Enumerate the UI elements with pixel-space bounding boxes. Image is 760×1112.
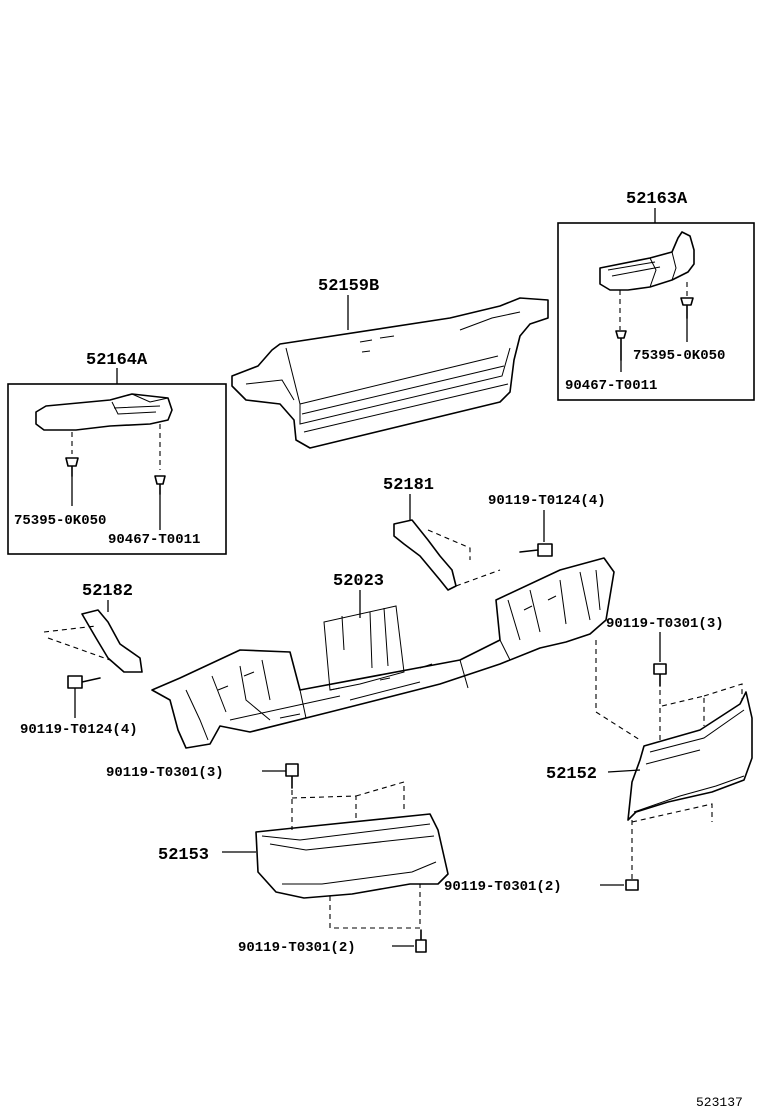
group-52181: 52181 90119-T0124(4) bbox=[383, 476, 606, 591]
label-52152: 52152 bbox=[546, 765, 597, 784]
screw-90467-T0011-right bbox=[615, 330, 627, 361]
group-52152: 90119-T0301(3) 52152 90119-T0301(2) bbox=[444, 616, 753, 895]
clip-75395-0K050-left bbox=[65, 457, 79, 477]
label-52023: 52023 bbox=[333, 572, 384, 591]
diagram-code: 523137 bbox=[696, 1095, 743, 1110]
label-90119-T0301-left-bottom: 90119-T0301(2) bbox=[238, 940, 356, 956]
label-52159B: 52159B bbox=[318, 277, 379, 296]
bolt-90119-T0124-left bbox=[67, 675, 101, 689]
group-52153: 90119-T0301(3) 52153 90119-T0301(2) bbox=[106, 763, 449, 956]
part-52164A-step-pad bbox=[35, 393, 173, 431]
label-52153: 52153 bbox=[158, 846, 209, 865]
label-90119-T0124-left: 90119-T0124(4) bbox=[20, 722, 138, 738]
screw-90467-T0011-left bbox=[154, 475, 166, 495]
label-52182: 52182 bbox=[82, 582, 133, 601]
part-52159B-rear-step bbox=[231, 297, 549, 449]
label-75395-0K050-right: 75395-0K050 bbox=[633, 348, 725, 364]
label-90467-T0011-left: 90467-T0011 bbox=[108, 532, 200, 548]
group-52163A: 52163A 75395-0K050 90467-T0011 bbox=[557, 190, 755, 401]
group-52182: 52182 90119-T0124(4) bbox=[20, 582, 143, 738]
label-90119-T0301-right-bottom: 90119-T0301(2) bbox=[444, 879, 562, 895]
label-90119-T0124-upper: 90119-T0124(4) bbox=[488, 493, 606, 509]
bolt-90119-T0301-left-top bbox=[285, 763, 299, 789]
part-52181-bracket bbox=[393, 519, 457, 591]
label-75395-0K050-left: 75395-0K050 bbox=[14, 513, 106, 529]
part-52163A-ribs bbox=[607, 251, 677, 288]
bolt-90119-T0124-upper bbox=[519, 543, 553, 557]
label-52163A: 52163A bbox=[626, 190, 688, 209]
box-52164A bbox=[7, 383, 227, 555]
part-52153-bumper-end bbox=[255, 813, 449, 899]
group-52159B: 52159B bbox=[231, 277, 549, 449]
part-52163A-step-pad bbox=[599, 231, 695, 291]
bolt-90119-T0301-right-bottom bbox=[625, 879, 639, 891]
box-52163A bbox=[557, 222, 755, 401]
group-52164A: 52164A 75395-0K050 90467-T0011 bbox=[7, 351, 227, 555]
label-52164A: 52164A bbox=[86, 351, 148, 370]
bolt-90119-T0301-right-top bbox=[653, 663, 667, 687]
part-52152-bumper-end bbox=[627, 691, 753, 821]
clip-75395-0K050-right bbox=[680, 297, 694, 319]
part-52182-bracket bbox=[81, 609, 143, 673]
group-52023: 52023 bbox=[151, 557, 615, 749]
label-90119-T0301-right-top: 90119-T0301(3) bbox=[606, 616, 724, 632]
label-52181: 52181 bbox=[383, 476, 434, 495]
bolt-90119-T0301-left-bottom bbox=[415, 929, 427, 953]
label-90467-T0011-right: 90467-T0011 bbox=[565, 378, 657, 394]
label-90119-T0301-left-top: 90119-T0301(3) bbox=[106, 765, 224, 781]
